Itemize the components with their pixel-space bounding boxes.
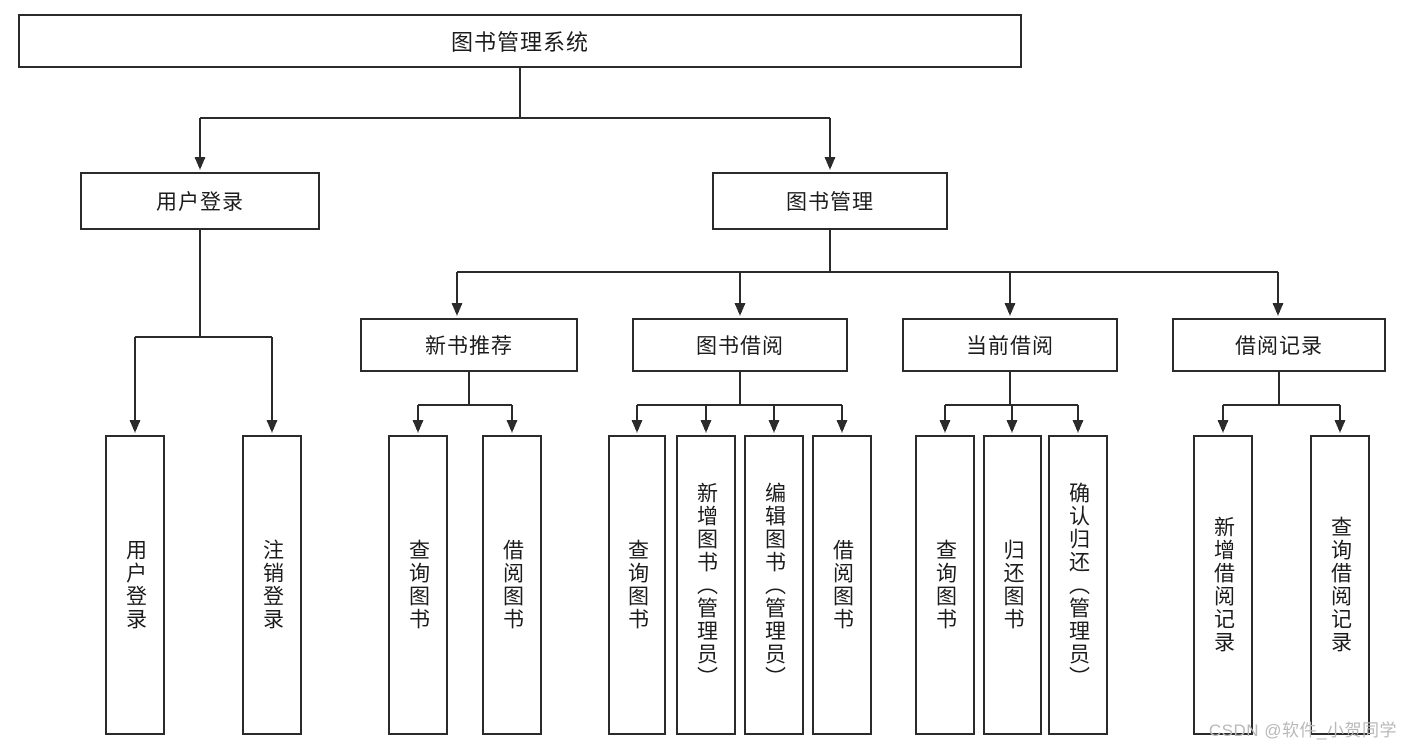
leaf-label: 查询图书	[625, 539, 649, 631]
leaf-query-book-recommend[interactable]: 查询图书	[388, 435, 448, 735]
node-book-management[interactable]: 图书管理	[712, 172, 948, 230]
leaf-label: 用户登录	[123, 539, 147, 631]
leaf-label: 新增图书（管理员）	[694, 481, 718, 689]
leaf-query-book-borrow[interactable]: 查询图书	[608, 435, 666, 735]
leaf-edit-book-admin[interactable]: 编辑图书（管理员）	[744, 435, 804, 735]
leaf-add-borrow-record[interactable]: 新增借阅记录	[1193, 435, 1253, 735]
leaf-label: 确认归还（管理员）	[1066, 481, 1090, 689]
leaf-label: 查询图书	[406, 539, 430, 631]
leaf-label: 注销登录	[260, 539, 284, 631]
node-user-login[interactable]: 用户登录	[80, 172, 320, 230]
leaf-label: 查询借阅记录	[1328, 516, 1352, 654]
leaf-label: 查询图书	[933, 539, 957, 631]
leaf-label: 编辑图书（管理员）	[762, 481, 786, 689]
node-new-book-recommend[interactable]: 新书推荐	[360, 318, 578, 372]
leaf-query-borrow-record[interactable]: 查询借阅记录	[1310, 435, 1370, 735]
node-root-book-management-system[interactable]: 图书管理系统	[18, 14, 1022, 68]
leaf-user-login[interactable]: 用户登录	[105, 435, 165, 735]
leaf-label: 借阅图书	[830, 539, 854, 631]
node-current-borrow[interactable]: 当前借阅	[902, 318, 1118, 372]
leaf-logout[interactable]: 注销登录	[242, 435, 302, 735]
leaf-label: 借阅图书	[500, 539, 524, 631]
leaf-label: 新增借阅记录	[1211, 516, 1235, 654]
leaf-borrow-book-recommend[interactable]: 借阅图书	[482, 435, 542, 735]
leaf-label: 归还图书	[1001, 539, 1024, 631]
leaf-borrow-book[interactable]: 借阅图书	[812, 435, 872, 735]
leaf-return-book[interactable]: 归还图书	[983, 435, 1042, 735]
leaf-confirm-return-admin[interactable]: 确认归还（管理员）	[1048, 435, 1108, 735]
node-borrow-records[interactable]: 借阅记录	[1172, 318, 1386, 372]
leaf-add-book-admin[interactable]: 新增图书（管理员）	[676, 435, 736, 735]
leaf-query-book-current[interactable]: 查询图书	[915, 435, 975, 735]
csdn-watermark: CSDN @软件_小贺同学	[1208, 721, 1397, 740]
node-book-borrow[interactable]: 图书借阅	[632, 318, 848, 372]
